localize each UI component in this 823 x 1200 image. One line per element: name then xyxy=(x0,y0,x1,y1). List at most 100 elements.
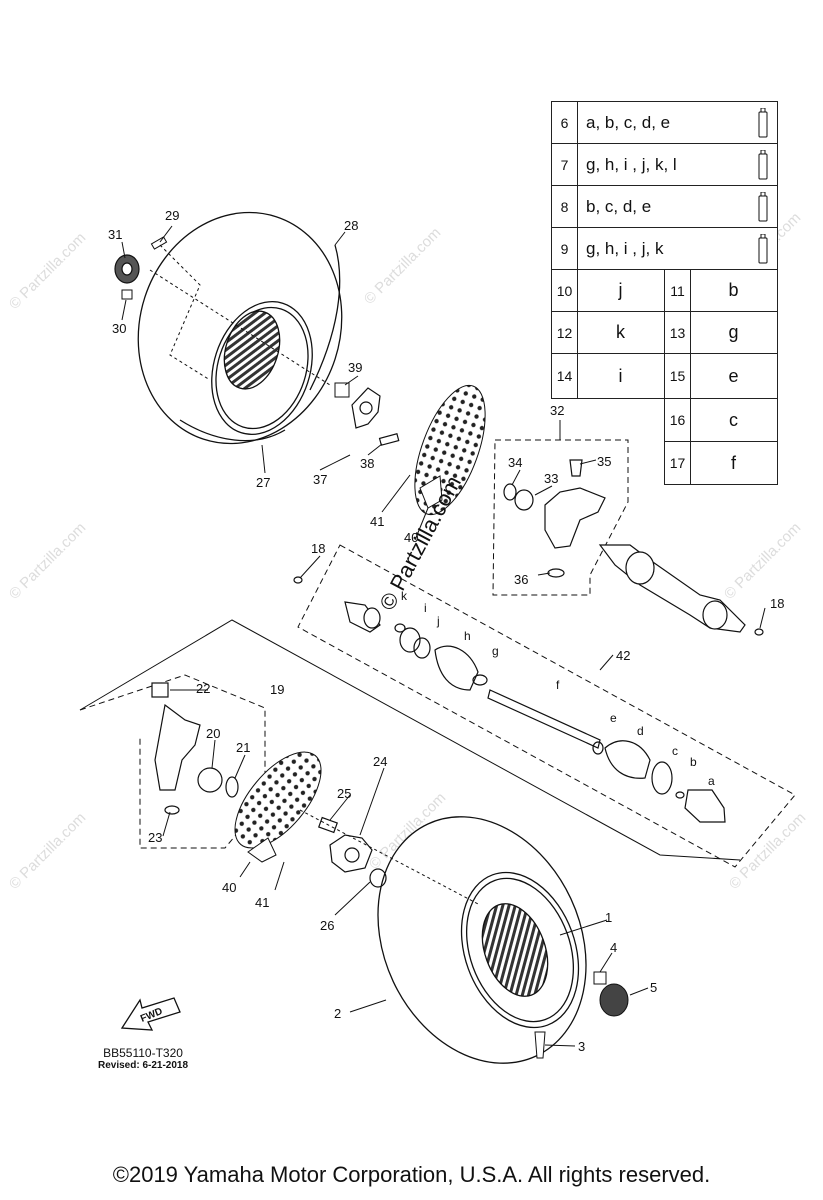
callout-38: 38 xyxy=(360,456,374,471)
knuckle-19 xyxy=(151,682,239,815)
nut-30 xyxy=(121,289,133,300)
callout-30: 30 xyxy=(112,321,126,336)
callout-k: k xyxy=(401,589,408,603)
callout-36: 36 xyxy=(514,572,528,587)
callout-20: 20 xyxy=(206,726,220,741)
watermark: © Partzilla.com xyxy=(361,224,444,307)
callout-40: 40 xyxy=(222,880,236,895)
callout-31: 31 xyxy=(108,227,122,242)
part-letter: j xyxy=(618,280,623,300)
callout-18: 18 xyxy=(311,541,325,556)
part-letter-cell: 13 g xyxy=(664,311,778,354)
axle-42-parts xyxy=(293,576,726,823)
callout-19: 19 xyxy=(270,682,284,697)
callout-26: 26 xyxy=(320,918,334,933)
callout-42: 42 xyxy=(616,648,630,663)
kit-letters: b, c, d, e xyxy=(586,196,652,216)
kit-legend-table: 6 a, b, c, d, e 7 g, h, i , j, k, l 8 b,… xyxy=(551,101,778,485)
kit-number: 8 xyxy=(552,186,578,227)
callout-labels: 1 2 3 4 5 18 18 19 20 21 22 23 24 25 26 … xyxy=(108,208,784,1054)
callout-3: 3 xyxy=(578,1039,585,1054)
callout-f: f xyxy=(556,678,560,692)
part-letter-cell: 10 j xyxy=(551,269,665,312)
kit-row: 6 a, b, c, d, e xyxy=(551,101,778,144)
stud-29 xyxy=(150,236,168,250)
callout-j: j xyxy=(436,614,440,628)
grease-tube-icon xyxy=(758,192,768,222)
grease-tube-icon xyxy=(758,150,768,180)
part-letter: k xyxy=(616,322,625,342)
callout-39: 39 xyxy=(348,360,362,375)
callout-25: 25 xyxy=(337,786,351,801)
knuckle-32 xyxy=(503,459,606,578)
axle-upper xyxy=(598,544,764,636)
caliper-upper xyxy=(419,475,443,509)
kit-row: 8 b, c, d, e xyxy=(551,185,778,228)
part-letter: c xyxy=(729,409,738,430)
watermark: © Partzilla.com xyxy=(6,229,89,312)
leader-lines xyxy=(121,225,766,1047)
callout-4: 4 xyxy=(610,940,617,955)
part-number: 13 xyxy=(665,312,691,353)
part-letter: f xyxy=(730,452,736,473)
callout-40: 40 xyxy=(404,530,418,545)
callout-29: 29 xyxy=(165,208,179,223)
callout-5: 5 xyxy=(650,980,657,995)
grease-tube-icon xyxy=(758,234,768,264)
callout-27: 27 xyxy=(256,475,270,490)
part-letter-cell: 16 c xyxy=(664,398,778,442)
valve-nut-parts xyxy=(534,971,629,1059)
callout-23: 23 xyxy=(148,830,162,845)
part-number: 14 xyxy=(552,354,578,398)
kit-number: 9 xyxy=(552,228,578,269)
watermark: © Partzilla.com xyxy=(6,809,89,892)
callout-35: 35 xyxy=(597,454,611,469)
part-letter-cell: 11 b xyxy=(664,269,778,312)
callout-g: g xyxy=(492,644,499,658)
callout-41: 41 xyxy=(255,895,269,910)
brake-disc-lower xyxy=(234,751,322,849)
callout-24: 24 xyxy=(373,754,387,769)
watermark: © Partzilla.com xyxy=(721,519,804,602)
callout-21: 21 xyxy=(236,740,250,755)
fwd-arrow-icon: FWD xyxy=(120,997,181,1031)
nut-39 xyxy=(334,382,350,398)
part-letter-cell: 15 e xyxy=(664,353,778,399)
part-letter: b xyxy=(728,280,739,300)
callout-c: c xyxy=(672,744,678,758)
part-code: BB55110-T320 xyxy=(103,1046,183,1060)
knuckle-32-box xyxy=(492,439,629,596)
callout-b: b xyxy=(690,755,697,769)
callout-32: 32 xyxy=(550,403,564,418)
hub-37 xyxy=(351,387,400,446)
hub-cap-31 xyxy=(114,254,140,284)
part-number: 16 xyxy=(665,399,691,441)
kit-letters: g, h, i , j, k, l xyxy=(586,154,677,174)
kit-number: 6 xyxy=(552,102,578,143)
callout-28: 28 xyxy=(344,218,358,233)
callout-22: 22 xyxy=(196,681,210,696)
caliper-lower xyxy=(247,837,277,863)
callout-h: h xyxy=(464,629,471,643)
upper-wheel xyxy=(137,211,343,445)
callout-i: i xyxy=(424,601,427,615)
knuckle-19-box xyxy=(79,674,266,849)
kit-letters: g, h, i , j, k xyxy=(586,238,664,258)
part-number: 15 xyxy=(665,354,691,398)
revision-date: Revised: 6-21-2018 xyxy=(98,1060,189,1071)
callout-37: 37 xyxy=(313,472,327,487)
kit-number: 7 xyxy=(552,144,578,185)
watermark: © Partzilla.com xyxy=(726,809,809,892)
kit-letters: a, b, c, d, e xyxy=(586,112,671,132)
part-letter-cell: 17 f xyxy=(664,441,778,485)
copyright-notice: ©2019 Yamaha Motor Corporation, U.S.A. A… xyxy=(112,1162,711,1187)
watermark: © Partzilla.com xyxy=(6,519,89,602)
part-letter: i xyxy=(618,365,623,386)
part-number: 11 xyxy=(665,270,691,311)
part-letter-cell: 12 k xyxy=(551,311,665,354)
part-number: 12 xyxy=(552,312,578,353)
part-number: 17 xyxy=(665,442,691,484)
axle-42-box xyxy=(297,544,796,868)
callout-2: 2 xyxy=(334,1006,341,1021)
callout-41: 41 xyxy=(370,514,384,529)
